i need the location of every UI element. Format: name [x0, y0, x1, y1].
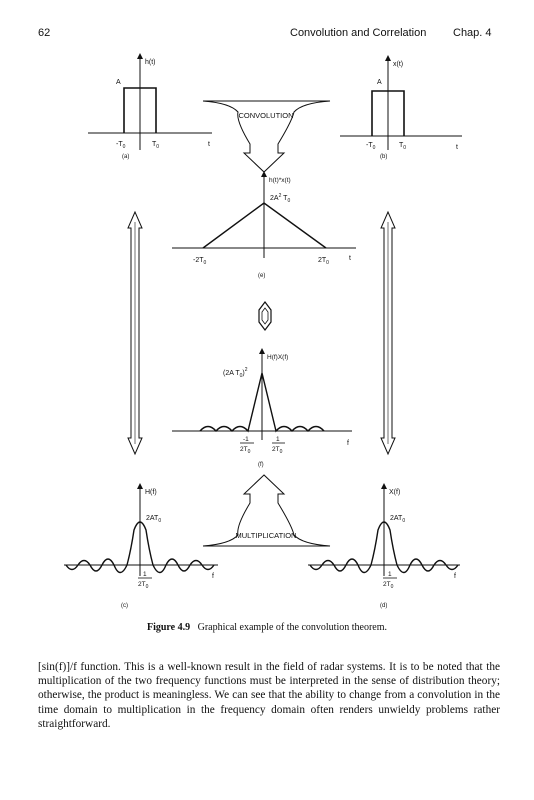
- figure-caption: Figure 4.9 Graphical example of the conv…: [0, 622, 534, 633]
- panel-a-pos-tick: T0: [152, 141, 159, 150]
- panel-c-tag: (c): [121, 603, 128, 609]
- right-double-arrow: [380, 210, 396, 456]
- panel-e-neg-tick: -2T0: [193, 257, 207, 266]
- panel-e: h(t)*x(t) 2A2 T0 -2T0 2T0 t (e): [172, 171, 356, 279]
- panel-d: X(f) 2AT0 1 2T0 f (d): [308, 483, 460, 609]
- convolution-arrow: CONVOLUTION: [202, 100, 331, 173]
- panel-b: x(t) A -T0 T0 t (b): [340, 55, 462, 160]
- panel-c-peak: 2AT0: [146, 515, 161, 524]
- panel-c-num: 1: [143, 571, 147, 578]
- multiplication-arrow: MULTIPLICATION: [202, 474, 331, 547]
- panel-b-xlabel: t: [456, 144, 458, 151]
- panel-d-sinc-curve: [309, 521, 459, 574]
- panel-b-ylabel: x(t): [393, 61, 403, 68]
- panel-b-amplitude: A: [377, 79, 382, 86]
- panel-b-neg-tick: -T0: [366, 142, 376, 151]
- page-number: 62: [38, 27, 51, 39]
- left-double-arrow: [127, 210, 143, 456]
- panel-f-pos-den: 2T0: [272, 446, 283, 455]
- panel-b-pulse: [371, 90, 405, 136]
- panel-a-neg-tick: -T0: [116, 141, 126, 150]
- panel-d-tag: (d): [380, 603, 387, 609]
- panel-c-den: 2T0: [138, 581, 149, 590]
- panel-b-pos-tick: T0: [399, 142, 406, 151]
- panel-c-sinc-curve: [65, 521, 215, 574]
- page-header: 62 Convolution and Correlation Chap. 4: [0, 0, 534, 40]
- panel-a-xlabel: t: [208, 141, 210, 148]
- multiplication-label: MULTIPLICATION: [236, 531, 297, 540]
- panel-a-tag: (a): [122, 154, 129, 160]
- panel-d-den: 2T0: [383, 581, 394, 590]
- panel-d-num: 1: [388, 571, 392, 578]
- panel-b-tag: (b): [380, 154, 387, 160]
- panel-f-ylabel: H(f)X(f): [267, 354, 288, 361]
- body-paragraph: [sin(f)]/f function. This is a well-know…: [38, 661, 500, 730]
- panel-d-xlabel: f: [454, 573, 456, 580]
- panel-c-xlabel: f: [212, 573, 214, 580]
- panel-f-tag: (f): [258, 462, 264, 468]
- panel-a-amplitude: A: [116, 79, 121, 86]
- panel-e-pos-tick: 2T0: [318, 257, 329, 266]
- panel-f-curve: [199, 372, 325, 433]
- center-double-arrow: [258, 301, 272, 331]
- panel-e-triangle: [202, 202, 327, 249]
- panel-c-ylabel: H(f): [145, 489, 157, 496]
- panel-a-ylabel: h(t): [145, 59, 156, 66]
- panel-f: H(f)X(f) (2A T0)2 -1 2T0 1 2T0 f (f): [172, 348, 352, 468]
- figure-caption-text: Graphical example of the convolution the…: [197, 622, 388, 633]
- panel-a-pulse: [123, 87, 157, 133]
- convolution-theorem-figure: h(t) A -T0 T0 t (a) x(t) A -T0 T0 t (b) …: [64, 53, 462, 609]
- panel-e-peak: 2A2 T0: [270, 193, 290, 204]
- panel-d-ylabel: X(f): [389, 489, 400, 496]
- chapter-ref: Chap. 4: [453, 27, 492, 39]
- panel-f-pos-num: 1: [276, 436, 280, 443]
- panel-f-neg-den: 2T0: [240, 446, 251, 455]
- panel-a: h(t) A -T0 T0 t (a): [88, 53, 212, 160]
- figure-label: Figure 4.9: [146, 622, 191, 633]
- panel-f-xlabel: f: [347, 440, 349, 447]
- panel-f-neg-num: -1: [243, 436, 249, 443]
- panel-c: H(f) 2AT0 1 2T0 f (c): [64, 483, 218, 609]
- panel-e-xlabel: t: [349, 255, 351, 262]
- chapter-title: Convolution and Correlation: [290, 27, 427, 39]
- convolution-label: CONVOLUTION: [238, 111, 293, 120]
- panel-f-peak: (2A T0)2: [223, 367, 248, 379]
- panel-d-peak: 2AT0: [390, 515, 405, 524]
- panel-e-tag: (e): [258, 273, 265, 279]
- panel-e-ylabel: h(t)*x(t): [269, 177, 291, 184]
